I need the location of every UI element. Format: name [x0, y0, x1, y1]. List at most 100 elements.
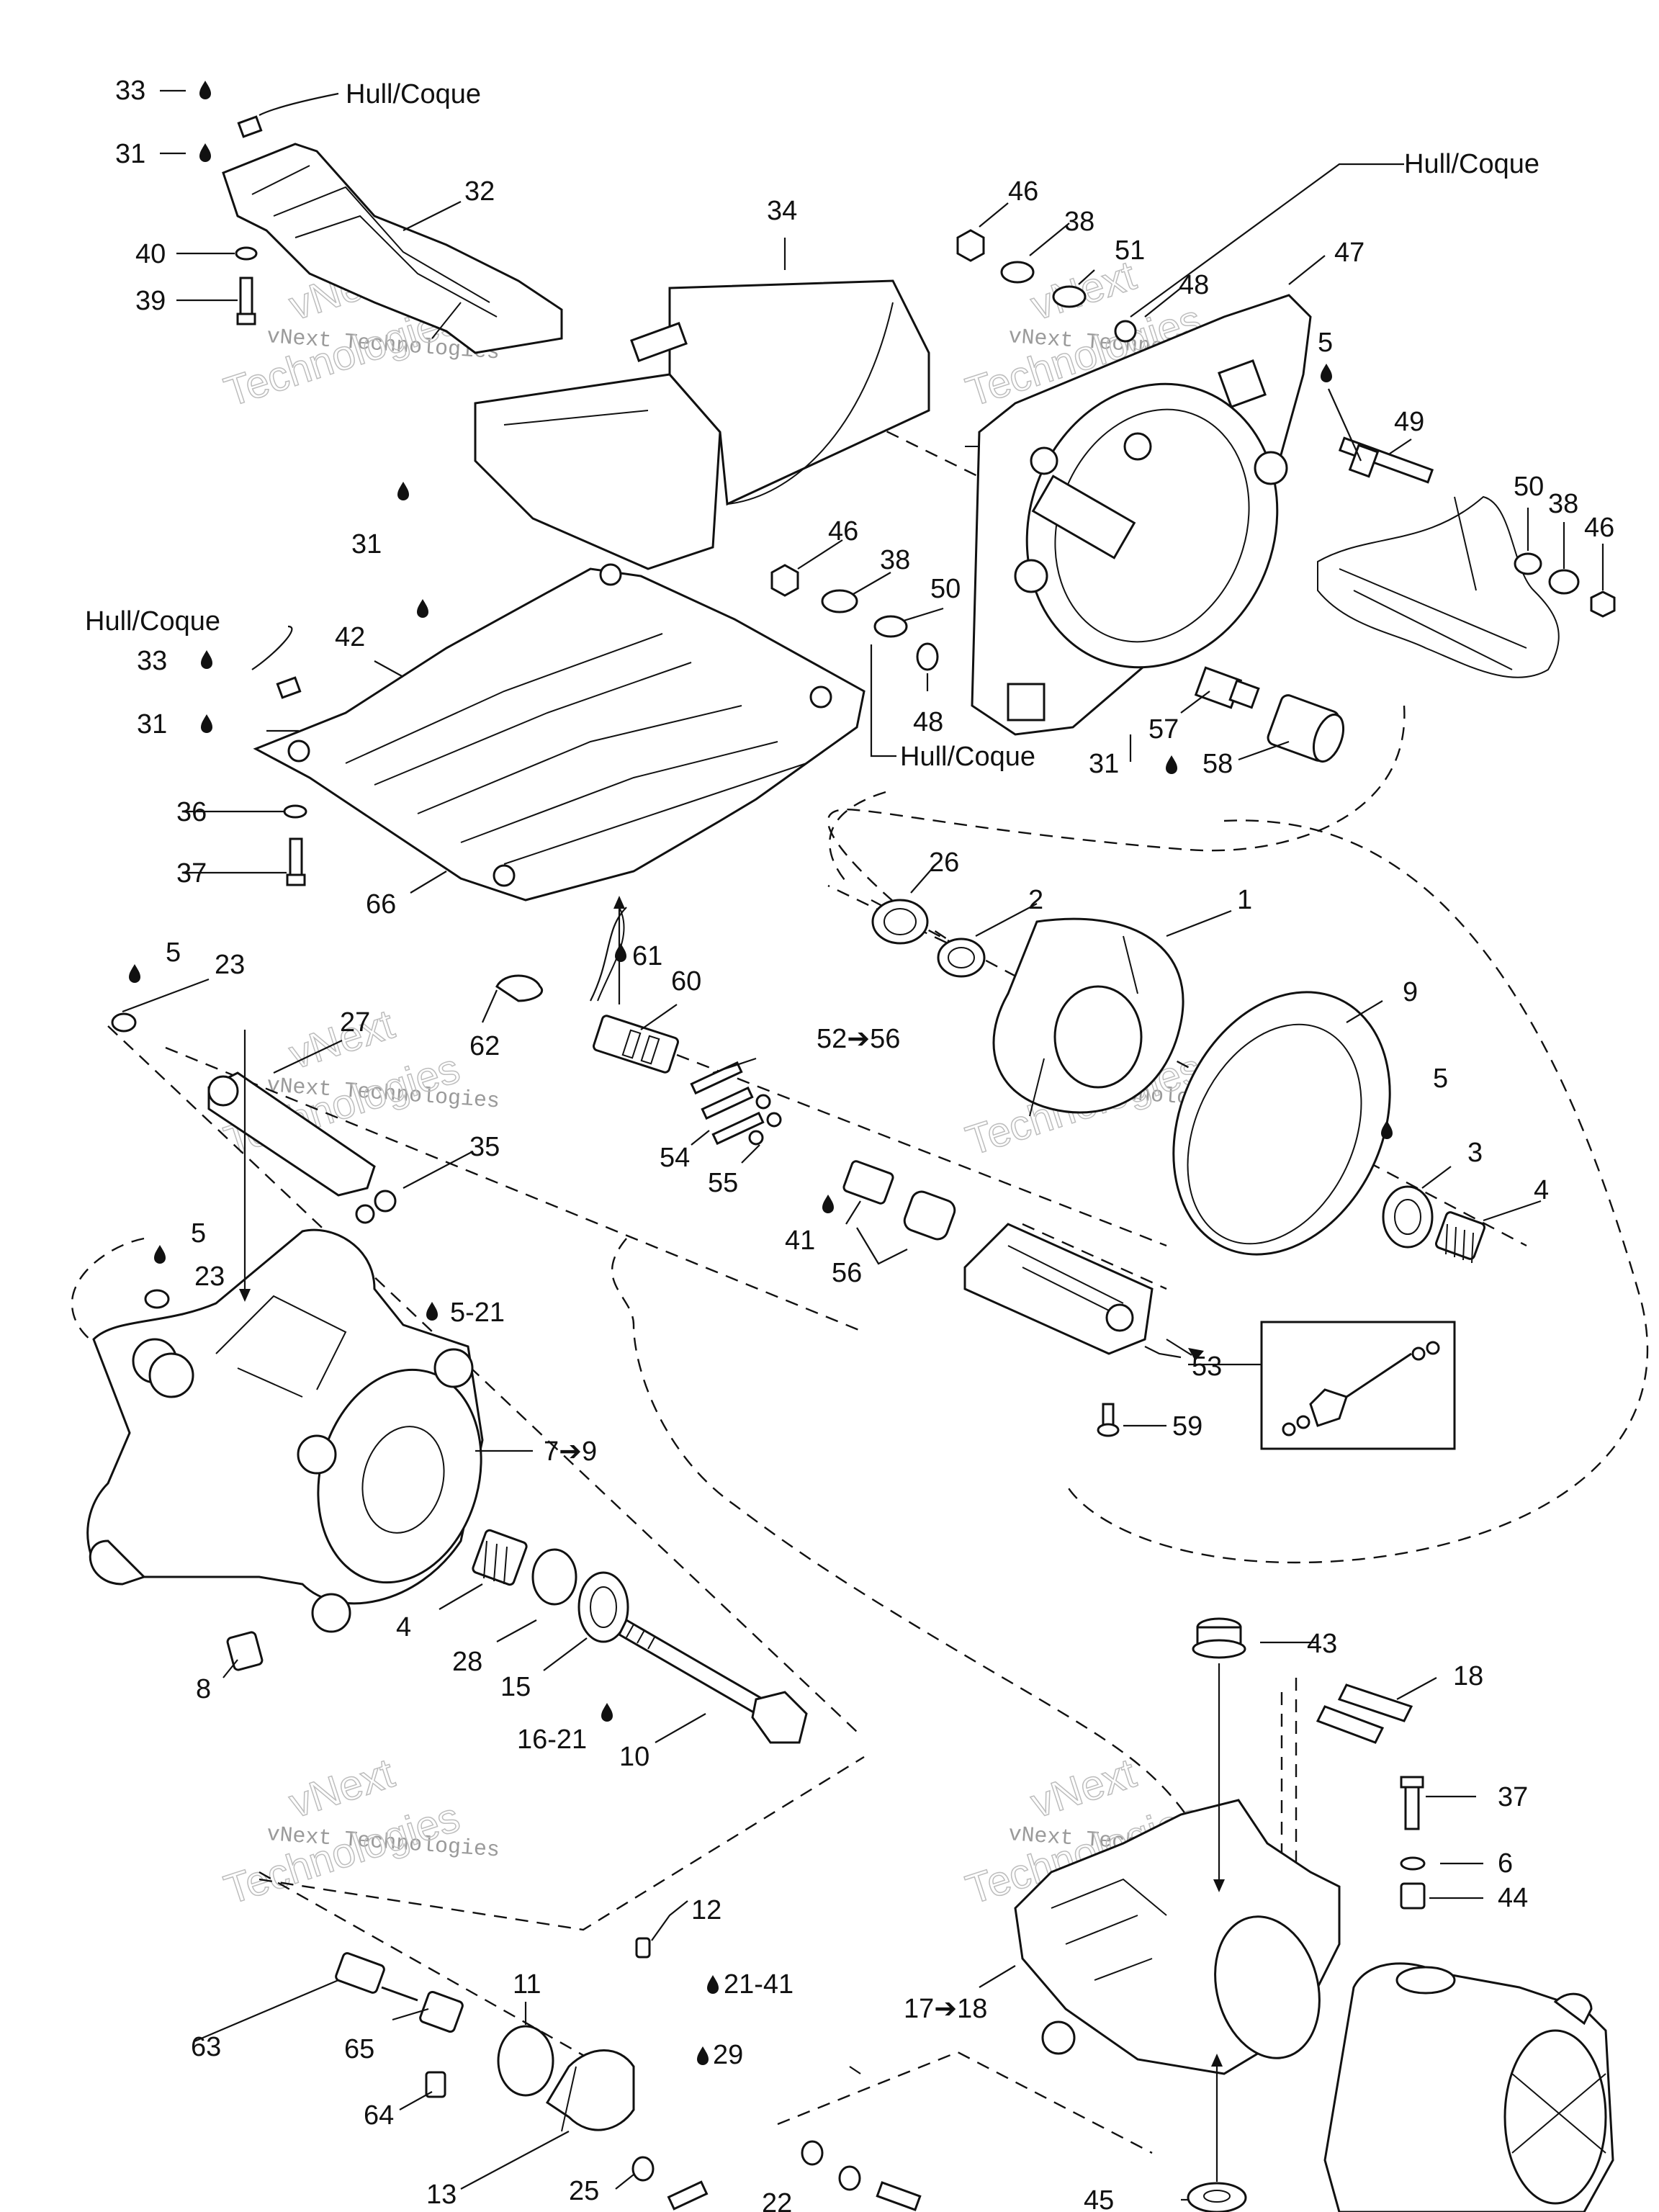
washer-38 [1000, 261, 1035, 284]
tape-patch [276, 676, 302, 699]
callout-31: 31 [1089, 749, 1119, 779]
drop-icon [615, 943, 626, 962]
dashed-bracket-22 [777, 2051, 1153, 2154]
callout-12: 12 [691, 1895, 721, 1925]
callout-16-21: 16-21 [517, 1725, 587, 1755]
sensor-kit-53-box [1260, 1321, 1456, 1450]
callout-32: 32 [464, 176, 495, 207]
dashed-boundary-pump [611, 791, 1226, 1880]
callout-15: 15 [500, 1672, 531, 1702]
drop-icon [426, 1302, 438, 1321]
dashed-boundary-impeller [1064, 819, 1649, 1564]
washer-23 [111, 1012, 137, 1033]
plug-64 [425, 2071, 446, 2098]
bearing-4 [1434, 1211, 1486, 1264]
thrust-bearing-15 [577, 1571, 629, 1643]
callout-61: 61 [632, 941, 662, 971]
deflector-34 [474, 279, 930, 570]
seals-55 [748, 1094, 782, 1146]
callout-hull: Hull/Coque [1404, 149, 1539, 179]
callout-28: 28 [452, 1647, 482, 1677]
callout-47: 47 [1334, 238, 1364, 268]
callout-6: 6 [1498, 1848, 1513, 1879]
callout-58: 58 [1202, 749, 1233, 779]
callout-17-18: 17➔18 [904, 1994, 987, 2024]
callout-25: 25 [569, 2176, 599, 2206]
callout-56: 56 [832, 1258, 862, 1288]
callout-38: 38 [1548, 489, 1578, 519]
washer-23 [144, 1289, 170, 1309]
callout-31: 31 [351, 529, 382, 559]
bearing-4 [472, 1529, 528, 1586]
drop-icon [201, 650, 212, 669]
callout-5: 5 [1318, 328, 1333, 358]
cap-56 [903, 1190, 956, 1241]
callout-33: 33 [137, 646, 167, 676]
transom-plate-47 [965, 294, 1312, 736]
callout-33: 33 [115, 76, 145, 106]
pins-18 [1316, 1683, 1413, 1744]
callout-48: 48 [1179, 270, 1209, 300]
wear-ring-9 [1172, 991, 1391, 1256]
seal-3 [1382, 1185, 1434, 1249]
callout-45: 45 [1084, 2185, 1114, 2212]
callout-9: 9 [1403, 977, 1418, 1007]
callout-35: 35 [469, 1132, 500, 1162]
arrow-icon [1188, 1348, 1204, 1361]
bushing-43 [1192, 1617, 1246, 1659]
callout-31: 31 [115, 139, 145, 169]
drop-icon [1321, 364, 1332, 382]
callout-13: 13 [426, 2180, 457, 2210]
washer-48 [1114, 320, 1137, 343]
callout-46: 46 [828, 516, 858, 547]
callout-41: 41 [785, 1226, 815, 1256]
callout-37: 37 [176, 858, 207, 889]
callout-26: 26 [929, 848, 959, 878]
callout-54: 54 [660, 1143, 690, 1173]
callout-27: 27 [340, 1007, 370, 1038]
nozzle-17 [1014, 1799, 1341, 2075]
callout-hull: Hull/Coque [346, 79, 481, 109]
drop-icon [397, 482, 409, 500]
nut-46 [770, 564, 799, 597]
callout-66: 66 [366, 889, 396, 920]
dashed-line-53 [1022, 1223, 1167, 1290]
washer-22 [801, 2140, 824, 2166]
nut-46 [956, 229, 985, 262]
nut-46 [1590, 590, 1616, 618]
callout-49: 49 [1394, 407, 1424, 437]
bolt-37 [1400, 1776, 1424, 1830]
drop-icon [199, 81, 211, 99]
callout-55: 55 [708, 1168, 738, 1198]
tie-wrap-62 [495, 974, 543, 1002]
fitting-41 [842, 1160, 894, 1205]
callout-48: 48 [913, 707, 943, 737]
dashed-line-shaft [165, 1046, 865, 1334]
pump-housing-7 [86, 1228, 484, 1633]
washer-38 [1548, 569, 1580, 595]
callout-3: 3 [1467, 1138, 1483, 1168]
o-ring-35 [374, 1190, 397, 1213]
callout-65: 65 [344, 2034, 374, 2064]
callout-5: 5 [191, 1218, 206, 1249]
plug-8 [226, 1631, 264, 1671]
washer-22 [838, 2165, 861, 2191]
washer-48 [916, 642, 939, 671]
bolt-37 [286, 837, 306, 886]
washer-6 [1400, 1856, 1426, 1871]
washer-51 [1052, 285, 1087, 308]
sensor-53 [963, 1223, 1154, 1355]
callout-22: 22 [762, 2188, 792, 2212]
callout-51: 51 [1115, 235, 1145, 266]
seal-2 [937, 938, 986, 978]
fitting-57 [1194, 666, 1260, 709]
callout-1: 1 [1237, 885, 1252, 915]
set-screw-12 [635, 1937, 651, 1959]
callout-4: 4 [1534, 1175, 1549, 1205]
callout-11: 11 [513, 1969, 541, 2000]
callout-60: 60 [671, 966, 701, 997]
grommet-45 [1187, 2182, 1247, 2212]
bearing-26 [871, 899, 929, 945]
washer-36 [283, 804, 307, 819]
